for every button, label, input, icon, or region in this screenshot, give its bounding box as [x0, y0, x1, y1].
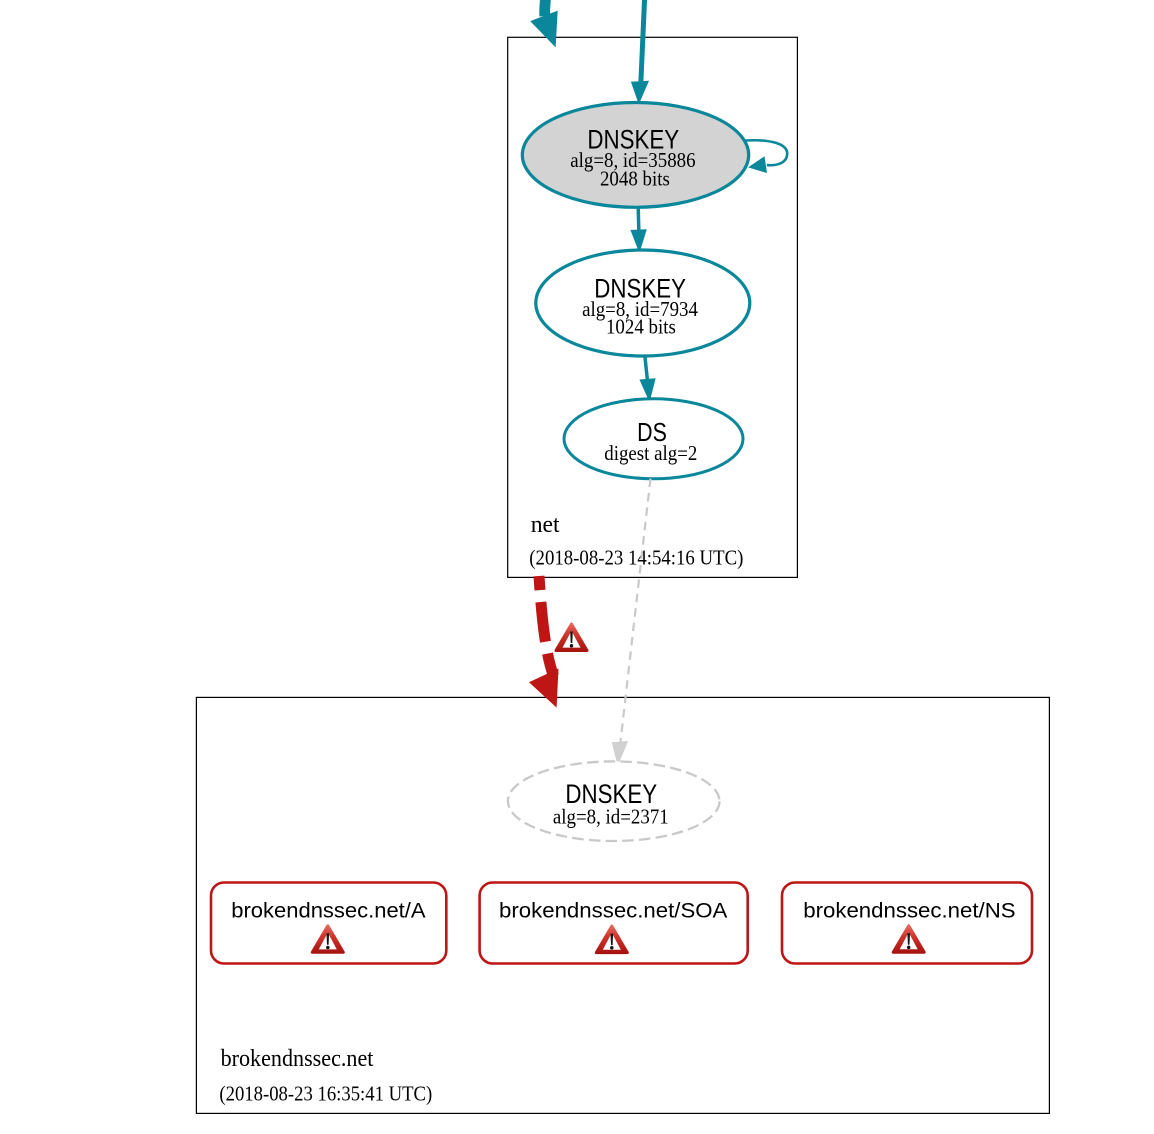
svg-text:1024 bits: 1024 bits [606, 316, 676, 339]
svg-text:DNSKEY: DNSKEY [587, 126, 679, 155]
svg-text:brokendnssec.net/A: brokendnssec.net/A [231, 898, 426, 923]
svg-text:2048 bits: 2048 bits [600, 168, 670, 191]
svg-text:net: net [531, 512, 560, 538]
svg-text:brokendnssec.net/NS: brokendnssec.net/NS [803, 898, 1015, 922]
svg-text:brokendnssec.net/SOA: brokendnssec.net/SOA [499, 898, 728, 922]
svg-text:alg=8, id=7934: alg=8, id=7934 [582, 298, 698, 321]
svg-text:(2018-08-23 14:54:16 UTC): (2018-08-23 14:54:16 UTC) [529, 547, 743, 570]
svg-text:(2018-08-23 16:35:41 UTC): (2018-08-23 16:35:41 UTC) [219, 1083, 432, 1106]
svg-text:DNSKEY: DNSKEY [594, 275, 686, 304]
svg-text:alg=8, id=2371: alg=8, id=2371 [553, 806, 669, 829]
svg-text:digest alg=2: digest alg=2 [604, 442, 697, 465]
svg-text:DS: DS [637, 419, 667, 447]
svg-text:alg=8, id=35886: alg=8, id=35886 [570, 149, 695, 172]
svg-text:DNSKEY: DNSKEY [565, 780, 657, 809]
svg-text:brokendnssec.net: brokendnssec.net [221, 1045, 374, 1071]
